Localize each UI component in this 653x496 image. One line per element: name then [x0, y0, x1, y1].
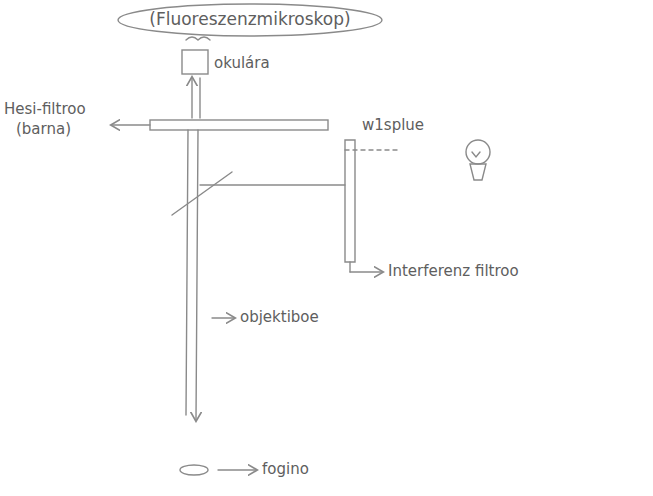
title-outline — [118, 4, 382, 36]
part-label: okulára — [214, 54, 270, 72]
lamp-bulb — [466, 140, 490, 164]
leader-line — [349, 262, 350, 272]
filter-bar — [150, 120, 328, 130]
tube-line — [191, 78, 192, 118]
leader-line — [350, 271, 382, 272]
eyepiece — [182, 50, 208, 74]
lamp-filament — [472, 152, 480, 157]
eye-scribble — [186, 37, 210, 40]
light-path — [200, 184, 345, 185]
part-label: (barna) — [16, 120, 71, 138]
leader-line — [212, 317, 234, 318]
leader-line — [112, 124, 150, 125]
interference-filter — [345, 140, 355, 262]
lamp-base — [470, 164, 486, 180]
tube-line — [186, 130, 188, 415]
specimen — [180, 465, 208, 475]
part-label: fogino — [262, 460, 309, 478]
tube-line — [196, 130, 198, 420]
mirror — [172, 172, 232, 215]
part-label: w1splue — [362, 116, 424, 134]
diagram-title: (Fluoreszenzmikroskop) — [149, 9, 350, 29]
light-path — [345, 149, 400, 150]
tube-line — [199, 78, 200, 118]
part-label: Hesi-filtroo — [4, 100, 86, 118]
part-label: Interferenz filtroo — [388, 262, 519, 280]
leader-line — [218, 469, 256, 470]
part-label: objektiboe — [240, 308, 319, 326]
